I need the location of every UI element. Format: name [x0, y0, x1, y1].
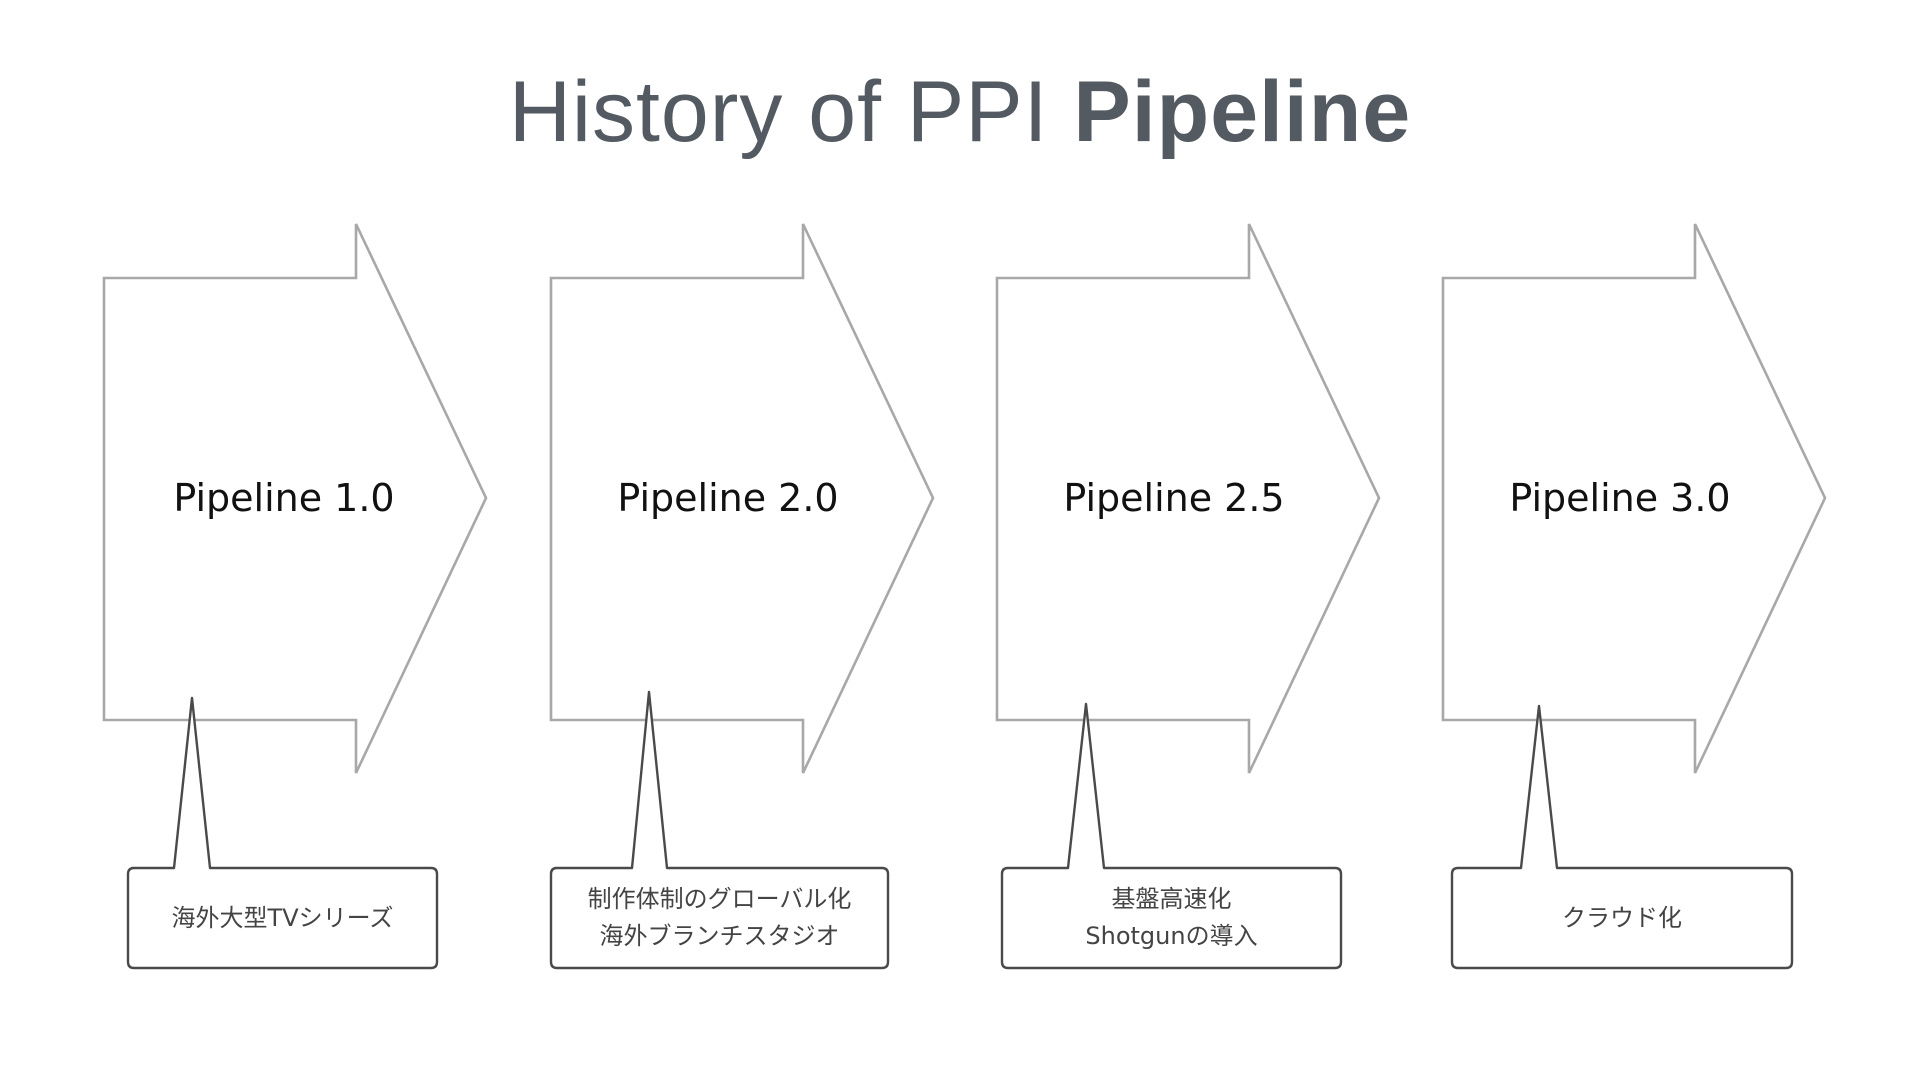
callout-text-2: 制作体制のグローバル化 海外ブランチスタジオ: [551, 868, 888, 968]
stage-label-2: Pipeline 2.0: [617, 476, 839, 520]
stage-label-3: Pipeline 2.5: [1063, 476, 1285, 520]
callout-line: 基盤高速化: [1111, 885, 1232, 913]
stage-arrow-2: [549, 223, 935, 774]
callout-1: [126, 696, 439, 970]
callout-line: Shotgunの導入: [1085, 922, 1258, 950]
callout-4: [1450, 704, 1794, 970]
stage-label-1: Pipeline 1.0: [173, 476, 395, 520]
title-light: History of PPI: [508, 64, 1074, 160]
callout-3: [1000, 702, 1343, 970]
callout-text-1: 海外大型TVシリーズ: [128, 868, 437, 968]
callout-line: 制作体制のグローバル化: [587, 885, 852, 913]
callout-line: 海外大型TVシリーズ: [171, 903, 394, 932]
callout-text-3: 基盤高速化 Shotgunの導入: [1002, 868, 1341, 968]
title-bold: Pipeline: [1073, 64, 1412, 160]
callout-line: 海外ブランチスタジオ: [599, 922, 840, 950]
callout-text-4: クラウド化: [1452, 868, 1792, 968]
stage-arrow-4: [1441, 223, 1827, 774]
stage-arrow-1: [102, 223, 488, 774]
stage-arrow-3: [995, 223, 1381, 774]
stage-label-4: Pipeline 3.0: [1509, 476, 1731, 520]
callout-2: [549, 690, 890, 970]
callout-line: クラウド化: [1562, 903, 1682, 932]
page-title: History of PPI Pipeline: [0, 62, 1920, 162]
